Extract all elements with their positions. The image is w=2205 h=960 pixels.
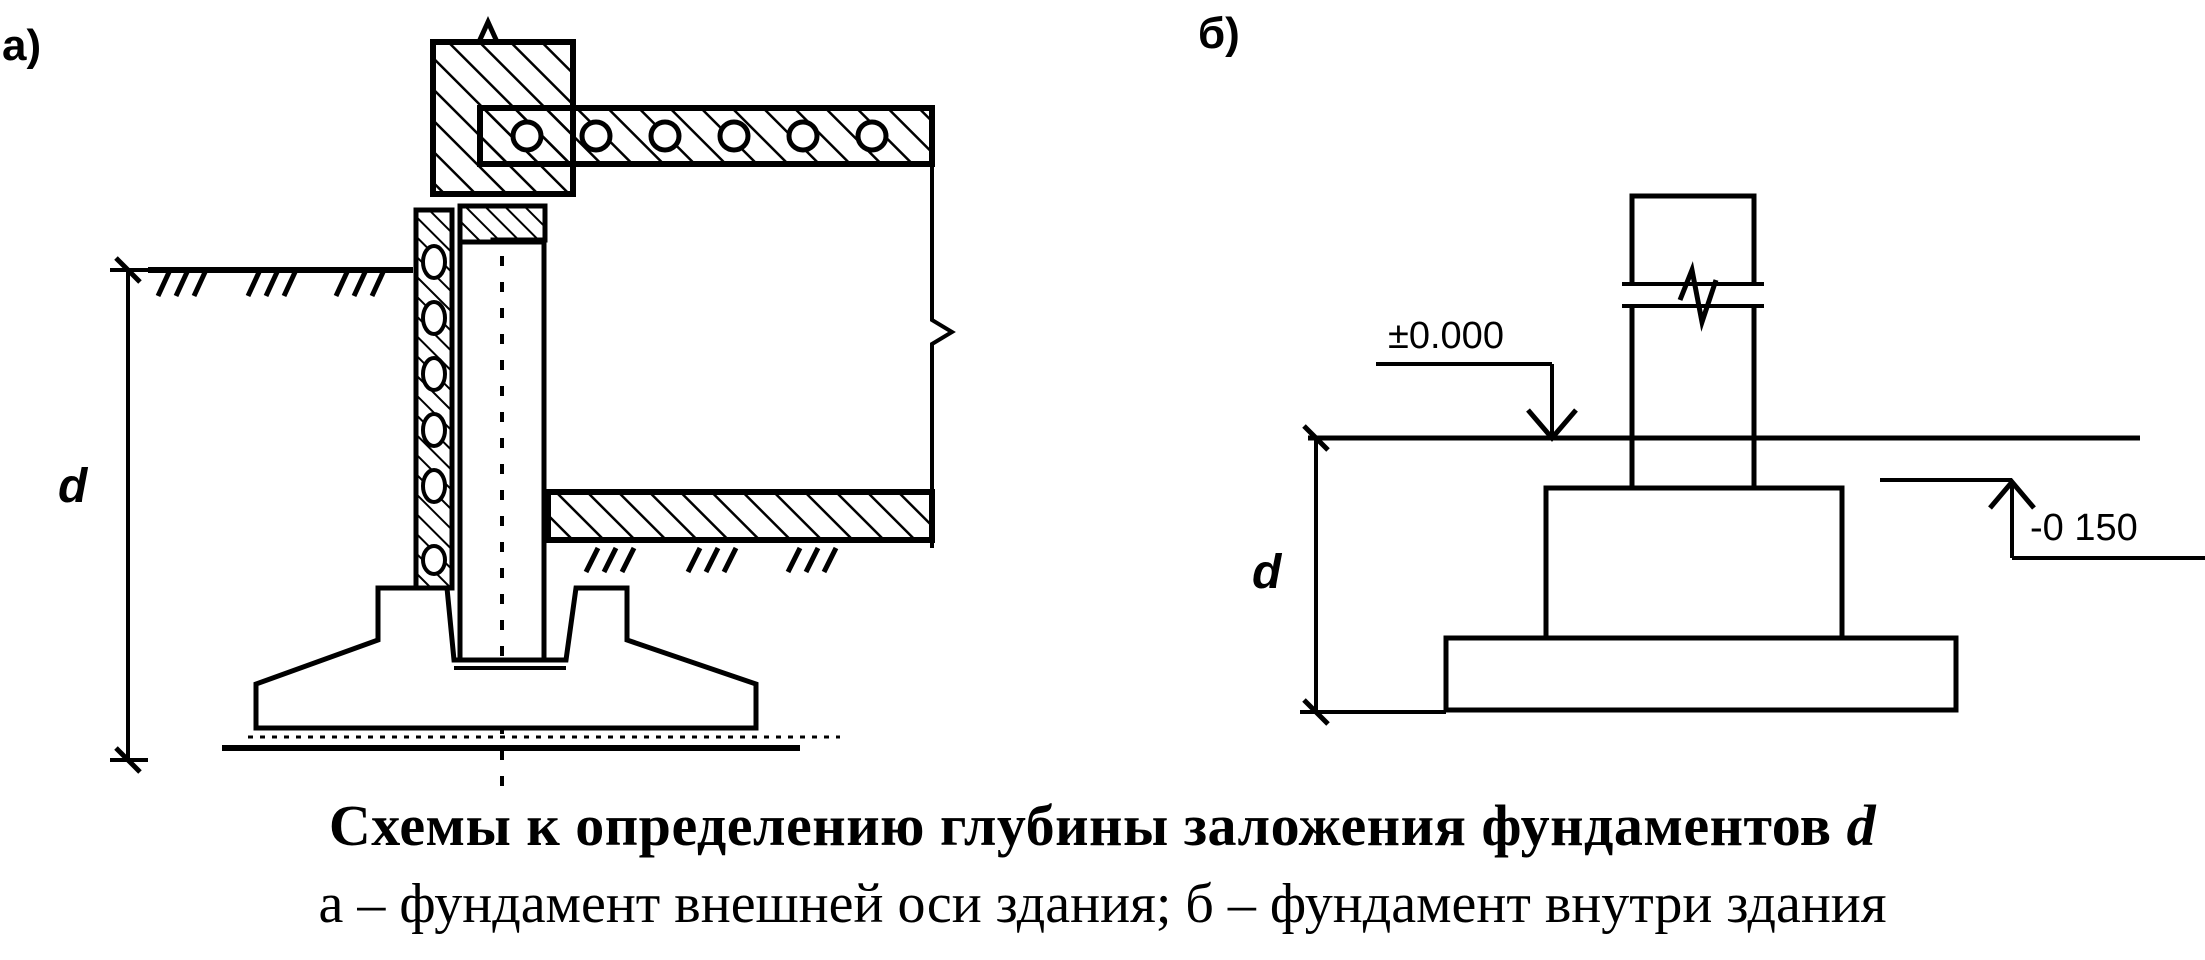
ground-surface-left bbox=[148, 267, 413, 298]
depth-dimension-a bbox=[110, 256, 148, 774]
ground-level-marker bbox=[1376, 362, 1578, 442]
figure-caption-subtitle: а – фундамент внешней оси здания; б – фу… bbox=[318, 873, 1887, 935]
panel-b-label: б) bbox=[1198, 9, 1240, 58]
basement-floor-slab bbox=[545, 489, 935, 574]
footing-lower-step bbox=[1443, 635, 1959, 713]
wall-insulation-strip bbox=[413, 207, 455, 591]
footing-upper-step bbox=[1543, 485, 1845, 641]
panel-a-label: а) bbox=[2, 21, 41, 70]
depth-dimension-b bbox=[1300, 424, 1446, 726]
caption-title-variable: d bbox=[1846, 793, 1877, 858]
figure-caption-title: Схемы к определению глубины заложения фу… bbox=[0, 792, 2205, 859]
panel-a: а) bbox=[2, 15, 956, 790]
caption-title-text: Схемы к определению глубины заложения фу… bbox=[328, 793, 1832, 858]
panel-b: б) ±0.000 -0 150 bbox=[1198, 9, 2205, 726]
interior-column bbox=[1622, 193, 1764, 491]
section-break-line bbox=[930, 108, 956, 548]
ground-level-mark: ±0.000 bbox=[1388, 315, 1504, 357]
strip-footing bbox=[253, 585, 759, 731]
floor-level-mark: -0 150 bbox=[2030, 507, 2138, 549]
footing-base-line bbox=[222, 735, 840, 751]
depth-symbol-a: d bbox=[58, 460, 89, 513]
depth-symbol-b: d bbox=[1252, 546, 1283, 599]
floor-level-marker bbox=[1880, 478, 2205, 560]
hollow-core-floor-slab bbox=[477, 105, 935, 167]
